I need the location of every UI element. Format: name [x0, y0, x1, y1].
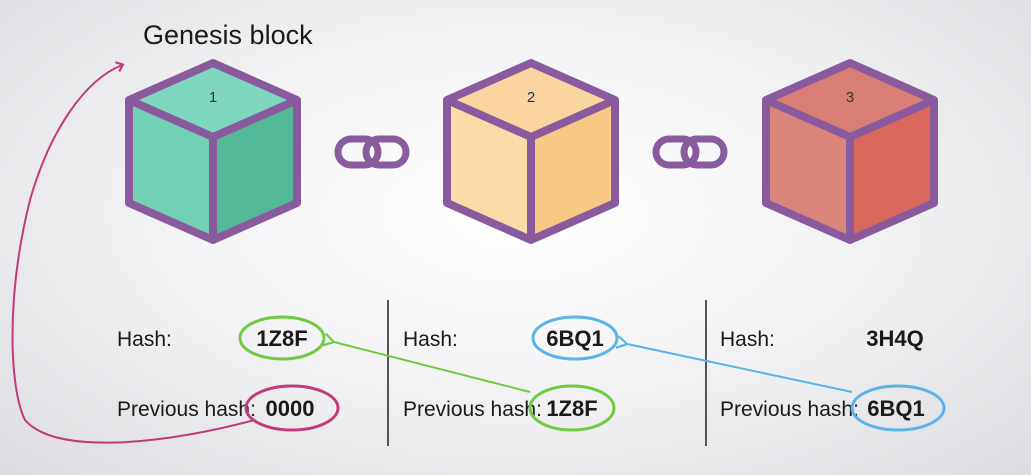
green-link-arrow — [334, 342, 531, 393]
block-1-prev-hash-highlight — [244, 384, 340, 432]
block-2-right — [531, 100, 615, 240]
block-1-hash-value: 1Z8F — [256, 326, 307, 351]
block-2-left — [447, 100, 531, 240]
genesis-block-title: Genesis block — [143, 20, 313, 50]
chain-link-icon — [334, 135, 410, 169]
block-3-left — [766, 100, 850, 240]
block-1-left — [129, 100, 213, 240]
block-1-hash-label: Hash: — [117, 328, 172, 351]
block-1-right — [213, 100, 297, 240]
block-2-cube: 2 — [443, 59, 619, 244]
chain-link-icon — [652, 135, 728, 169]
block-3-hash-value: 3H4Q — [866, 326, 923, 351]
block-3-prev-hash-highlight — [850, 384, 946, 432]
block-3-cube: 3 — [762, 59, 938, 244]
block-2-hash-label: Hash: — [403, 328, 458, 351]
block-2-number: 2 — [527, 89, 535, 106]
genesis-arrow — [11, 61, 256, 444]
block-3-right — [850, 100, 934, 240]
blue-link-arrow — [627, 344, 853, 393]
block-1-cube: 1 — [125, 59, 301, 244]
block-2-prev-hash-highlight — [528, 384, 616, 432]
block-2-prev-hash-label: Previous hash: — [403, 398, 542, 421]
block-2-hash-value: 6BQ1 — [546, 326, 603, 351]
block-2-prev-hash-value: 1Z8F — [546, 396, 597, 421]
block-1-prev-hash-label: Previous hash: — [117, 398, 256, 421]
block-1-prev-hash-value: 0000 — [266, 396, 315, 421]
block-1-number: 1 — [209, 89, 217, 106]
block-3-prev-hash-label: Previous hash: — [720, 398, 859, 421]
block-3-hash-label: Hash: — [720, 328, 775, 351]
block-3-number: 3 — [846, 89, 854, 106]
block-3-prev-hash-value: 6BQ1 — [867, 396, 924, 421]
